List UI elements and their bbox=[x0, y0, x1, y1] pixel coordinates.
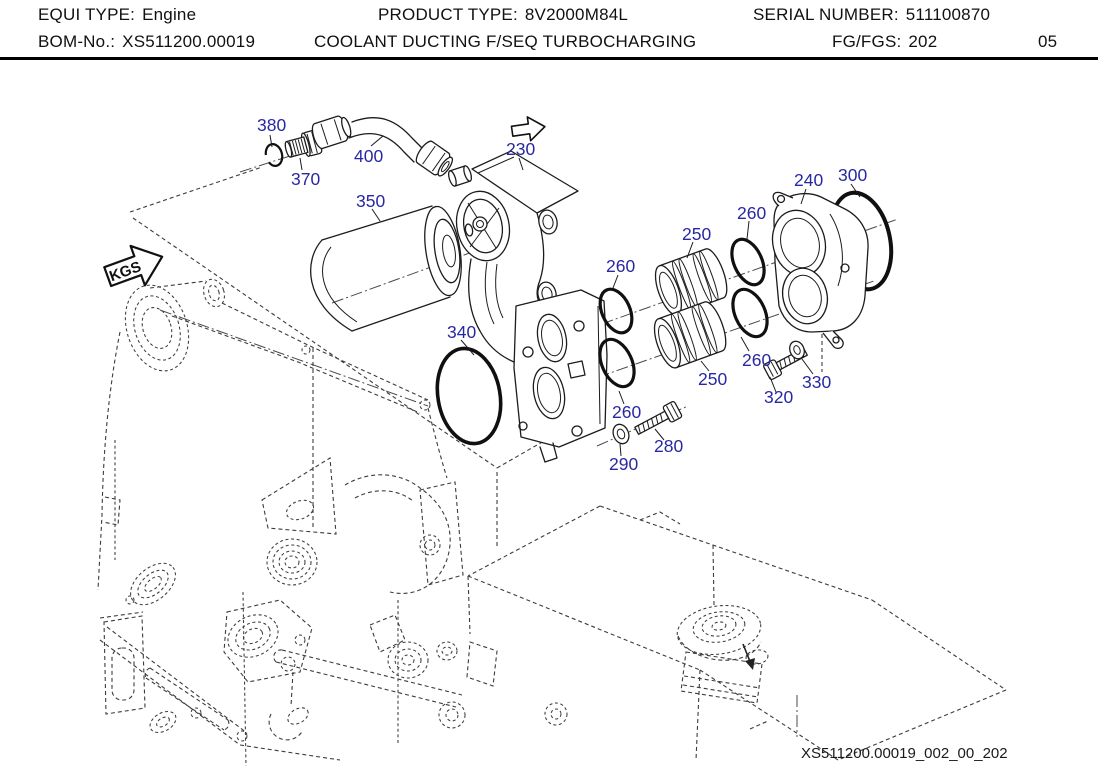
header-divider bbox=[0, 57, 1098, 60]
sheet-number: 05 bbox=[1038, 32, 1058, 51]
part-callout-370[interactable]: 370 bbox=[291, 169, 320, 189]
part-callout-260-1[interactable]: 260 bbox=[606, 256, 635, 276]
fg-fgs-label: FG/FGS: bbox=[832, 32, 902, 51]
part-callout-290[interactable]: 290 bbox=[609, 454, 638, 474]
bom-no-label: BOM-No.: bbox=[38, 32, 116, 51]
figure-title: COOLANT DUCTING F/SEQ TURBOCHARGING bbox=[314, 32, 697, 51]
turbo-mount-reference bbox=[467, 505, 1007, 761]
bom-no-field: BOM-No.: XS511200.00019 bbox=[38, 32, 255, 52]
part-callout-260-2[interactable]: 260 bbox=[737, 203, 766, 223]
part-callout-330[interactable]: 330 bbox=[802, 372, 831, 392]
part-callout-250-1[interactable]: 250 bbox=[682, 224, 711, 244]
part-callout-260-4[interactable]: 260 bbox=[612, 402, 641, 422]
product-type-value: 8V2000M84L bbox=[524, 5, 629, 24]
serial-number-value: 511100870 bbox=[905, 5, 991, 24]
part-350-filter-cartridge bbox=[310, 205, 462, 332]
continuation-arrow[interactable] bbox=[510, 115, 546, 143]
serial-number-label: SERIAL NUMBER: bbox=[753, 5, 899, 24]
equi-type-value: Engine bbox=[142, 5, 197, 24]
part-callout-340[interactable]: 340 bbox=[447, 322, 476, 342]
part-290-washer bbox=[612, 423, 630, 445]
equi-type-label: EQUI TYPE: bbox=[38, 5, 136, 24]
part-340-o-ring bbox=[435, 346, 503, 446]
part-250-sleeve-1 bbox=[654, 248, 728, 316]
part-260-o-ring-1 bbox=[598, 287, 634, 335]
part-280-bolt bbox=[634, 401, 683, 435]
part-callouts: 380 400 370 230 350 340 260 250 260 240 … bbox=[257, 115, 867, 474]
part-260-o-ring-3 bbox=[730, 237, 766, 287]
part-callout-260-3[interactable]: 260 bbox=[742, 350, 771, 370]
product-type-field: PRODUCT TYPE: 8V2000M84L bbox=[378, 5, 628, 25]
part-callout-350[interactable]: 350 bbox=[356, 191, 385, 211]
continuation-arrow-icon[interactable] bbox=[510, 115, 546, 143]
part-callout-380[interactable]: 380 bbox=[257, 115, 286, 135]
serial-number-field: SERIAL NUMBER: 511100870 bbox=[753, 5, 990, 25]
drawing-id: XS511200.00019_002_00_202 bbox=[801, 745, 1008, 762]
engine-block-reference bbox=[97, 166, 568, 767]
part-260-o-ring-4 bbox=[731, 287, 769, 339]
fg-fgs-value: 202 bbox=[908, 32, 938, 51]
part-callout-320[interactable]: 320 bbox=[764, 387, 793, 407]
part-250-sleeve-2 bbox=[653, 301, 727, 369]
part-callout-280[interactable]: 280 bbox=[654, 436, 683, 456]
kgs-arrow-icon[interactable] bbox=[101, 237, 170, 296]
part-callout-230[interactable]: 230 bbox=[506, 139, 535, 159]
callout-leader-lines bbox=[269, 134, 861, 457]
fg-fgs-field: FG/FGS: 202 bbox=[832, 32, 937, 52]
part-400-coolant-pipe bbox=[311, 115, 473, 187]
part-330-washer bbox=[789, 340, 805, 360]
part-230-housing bbox=[455, 150, 608, 463]
part-callout-300[interactable]: 300 bbox=[838, 165, 867, 185]
part-260-o-ring-2 bbox=[598, 337, 636, 389]
part-240-cover bbox=[771, 191, 869, 350]
part-callout-400[interactable]: 400 bbox=[354, 146, 383, 166]
equi-type-field: EQUI TYPE: Engine bbox=[38, 5, 196, 25]
part-callout-250-2[interactable]: 250 bbox=[698, 369, 727, 389]
flow-direction-arrowhead bbox=[745, 658, 755, 670]
product-type-label: PRODUCT TYPE: bbox=[378, 5, 518, 24]
bom-no-value: XS511200.00019 bbox=[122, 32, 256, 51]
part-callout-240[interactable]: 240 bbox=[794, 170, 823, 190]
